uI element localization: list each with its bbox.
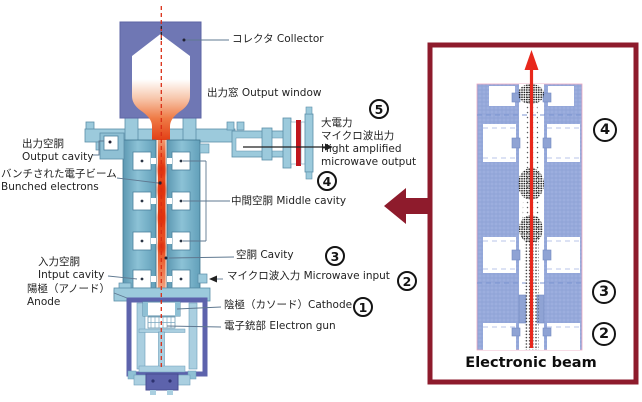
input-cavity-label-en: Intput cavity <box>38 268 105 281</box>
input-cavity-label-jp: 入力空胴 <box>38 256 80 268</box>
high-power-output-label-jp1: 大電力 <box>321 117 353 129</box>
microwave-input-arrowhead <box>209 275 217 283</box>
bunched-electrons-label: バンチされた電子ビーム Bunched electrons <box>1 168 117 193</box>
anode-label: 陽極（アノード） Anode <box>27 283 110 308</box>
inset-caption: Electronic beam <box>465 355 597 371</box>
inset-pointer-arrow <box>384 188 430 224</box>
output-cavity-label-en: Output cavity <box>22 150 94 163</box>
step-marker-3: 3 <box>325 246 345 266</box>
cathode-label: 陰極（カソード）Cathode <box>224 299 353 311</box>
step-marker-4: 4 <box>317 171 337 191</box>
inset-step-marker-3: 3 <box>592 280 616 304</box>
microwave-input-port <box>197 273 208 284</box>
anode-label-en: Anode <box>27 295 61 308</box>
leader-lines <box>93 39 235 328</box>
step-marker-1: 1 <box>353 297 373 317</box>
step-marker-2: 2 <box>397 271 417 291</box>
microwave-input-label: マイクロ波入力 Microwave input <box>227 270 390 282</box>
electron-gun-label: 電子銃部 Electron gun <box>224 320 336 332</box>
inset-step-marker-2: 2 <box>592 322 616 346</box>
output-cavity-label: 出力空胴 Output cavity <box>22 138 93 163</box>
high-power-output-label: 大電力 マイクロ波出力 Hight amplified microwave ou… <box>321 117 416 169</box>
collector-label: コレクタ Collector <box>232 33 324 45</box>
input-cavity-label: 入力空胴 Intput cavity <box>38 256 104 281</box>
anode-label-jp: 陽極（アノード） <box>27 283 111 295</box>
electron-gun-drawing <box>113 282 211 395</box>
electronic-beam-inset <box>427 42 639 385</box>
output-cavity-label-jp: 出力空胴 <box>22 138 64 150</box>
bunched-electrons-label-jp: バンチされた電子ビーム <box>1 168 117 180</box>
inset-step-marker-4: 4 <box>593 118 617 142</box>
output-waveguide-drawing <box>84 106 333 180</box>
collector-drawing <box>119 21 202 142</box>
output-window-label: 出力窓 Output window <box>207 87 322 99</box>
step-marker-5: 5 <box>369 99 389 119</box>
klystron-cutaway <box>84 6 333 395</box>
cavity-body-drawing <box>99 132 210 306</box>
high-power-output-label-jp2: マイクロ波出力 <box>321 130 395 142</box>
output-window-red-bar <box>296 120 301 166</box>
middle-cavity-label: 中間空胴 Middle cavity <box>231 195 347 207</box>
high-power-output-label-en2: microwave output <box>321 156 417 168</box>
bunched-electrons-label-en: Bunched electrons <box>1 180 99 193</box>
cavity-label: 空胴 Cavity <box>236 249 294 261</box>
high-power-output-label-en1: Hight amplified <box>321 143 402 155</box>
